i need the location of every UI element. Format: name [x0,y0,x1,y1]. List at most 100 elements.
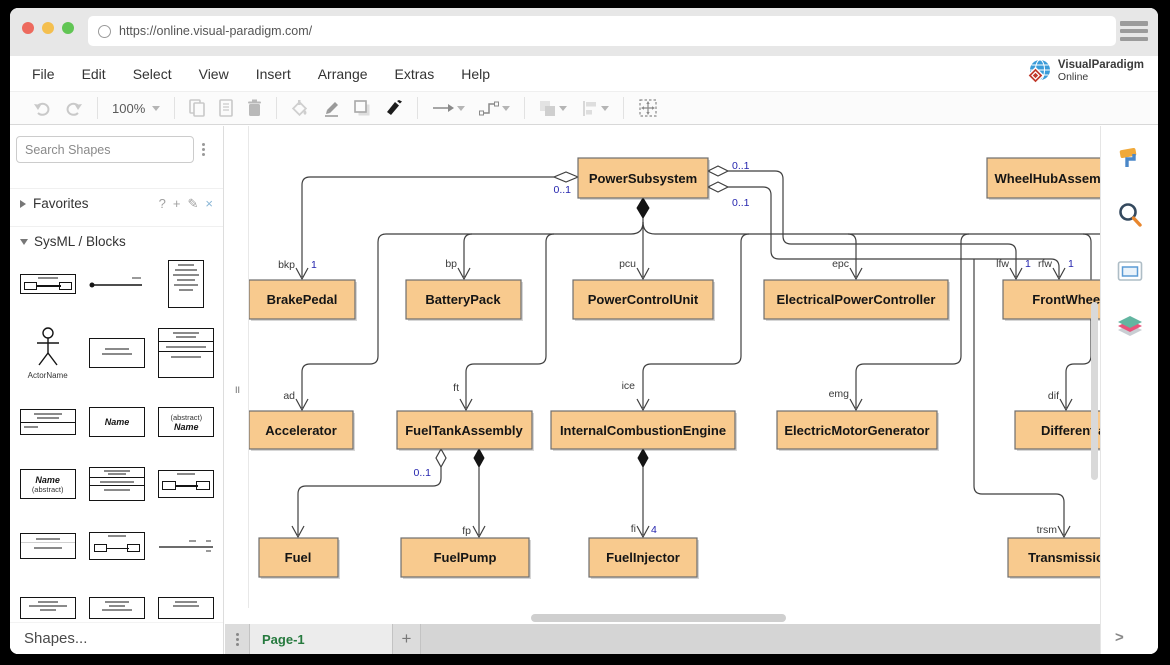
shape-thumb-block-title[interactable] [18,398,77,446]
block-accelerator[interactable]: Accelerator [248,410,355,451]
block-powercontrolunit[interactable]: PowerControlUnit [572,279,715,321]
redo-button[interactable] [58,95,90,121]
right-tool-rail: > [1100,126,1158,654]
search-shapes-box[interactable] [16,136,194,163]
block-brakepedal[interactable]: BrakePedal [248,279,357,321]
svg-text:ft: ft [453,382,459,394]
svg-text:FuelPump: FuelPump [434,550,497,565]
site-info-icon[interactable] [98,24,111,38]
shape-thumb-name-block[interactable]: Name [87,398,146,446]
block-transmission[interactable]: Transmission [1007,537,1100,579]
add-page-button[interactable]: + [393,624,421,654]
favorites-close-icon[interactable]: × [205,195,213,211]
shape-thumb-block[interactable] [87,322,146,384]
paste-button[interactable] [212,95,240,121]
panel-view-icon[interactable] [1117,258,1143,284]
favorites-edit-icon[interactable]: ✎ [187,195,199,211]
menu-file[interactable]: File [32,65,55,82]
favorites-add-icon[interactable]: + [172,195,181,211]
block-differential[interactable]: Differential [1014,410,1100,451]
menu-edit[interactable]: Edit [81,65,106,82]
shape-thumb-value-type[interactable] [87,584,146,632]
shape-thumb-enumeration[interactable] [157,584,216,632]
shape-thumb-nested-parts[interactable] [87,522,146,570]
block-fuel[interactable]: Fuel [258,537,340,579]
format-copier-button[interactable] [378,95,410,121]
shape-thumb-actor[interactable]: ActorName [18,322,77,384]
close-window-button[interactable] [22,22,34,34]
shadow-button[interactable] [347,95,378,121]
block-batterypack[interactable]: BatteryPack [405,279,523,321]
block-internalcombustionengine[interactable]: InternalCombustionEngine [550,410,737,451]
bring-forward-dropdown[interactable] [532,95,574,121]
brand-name: VisualParadigm [1057,59,1144,72]
copy-button[interactable] [182,95,212,121]
page-options-icon[interactable] [225,624,250,654]
delete-button[interactable] [240,95,269,121]
format-painter-icon[interactable] [1117,146,1143,172]
block-electricmotorgenerator[interactable]: ElectricMotorGenerator [776,410,939,451]
svg-text:4: 4 [651,524,657,536]
svg-text:Differential: Differential [1041,423,1100,438]
shape-thumb-connector-labels[interactable] [157,522,216,570]
menu-arrange[interactable]: Arrange [317,65,368,82]
zoom-level-dropdown[interactable]: 100% [105,95,167,121]
favorites-section-header[interactable]: Favorites ? + ✎ × [10,188,223,218]
connector-arrow-dropdown[interactable] [425,95,472,121]
browser-menu-icon[interactable] [1120,21,1148,41]
shape-thumb-interface-list[interactable] [157,260,216,308]
layers-icon[interactable] [1117,314,1143,340]
panel-options-icon[interactable] [202,143,205,156]
shape-thumb-abstract-block[interactable]: (abstract)Name [157,398,216,446]
align-dropdown[interactable] [574,95,616,121]
shape-thumb-association[interactable] [87,260,146,308]
svg-text:pcu: pcu [619,258,636,270]
block-fueltankassembly[interactable]: FuelTankAssembly [396,410,534,451]
collapse-rail-chevron-icon[interactable]: > [1115,629,1124,646]
shapes-footer-button[interactable]: Shapes... [10,622,223,654]
svg-text:fp: fp [462,525,471,537]
shape-thumb-block-two-lines[interactable] [18,522,77,570]
shape-thumb-name-abstract[interactable]: Name(abstract) [18,460,77,508]
address-bar[interactable]: https://online.visual-paradigm.com/ [88,16,1116,46]
shape-thumb-composite-block[interactable] [18,260,77,308]
menu-extras[interactable]: Extras [394,65,435,82]
svg-text:dif: dif [1048,390,1059,402]
menu-view[interactable]: View [198,65,229,82]
vertical-scrollbar[interactable] [1091,302,1098,480]
shape-thumb-block-compartments[interactable] [157,322,216,384]
fill-color-button[interactable] [284,95,316,121]
undo-button[interactable] [26,95,58,121]
svg-text:Fuel: Fuel [285,550,312,565]
shapes-panel: Favorites ? + ✎ × SysML / Blocks ActorNa… [10,126,224,654]
block-fuelinjector[interactable]: FuelInjector [588,537,699,579]
svg-text:BrakePedal: BrakePedal [267,292,338,307]
svg-text:0..1: 0..1 [413,467,431,479]
menu-select[interactable]: Select [132,65,172,82]
favorites-help-icon[interactable]: ? [158,195,166,211]
search-shapes-input[interactable] [25,142,186,157]
horizontal-scrollbar[interactable] [531,614,786,622]
block-electricalpowercontroller[interactable]: ElectricalPowerController [763,279,950,321]
line-color-button[interactable] [316,95,347,121]
block-powersubsystem[interactable]: PowerSubsystem [577,157,710,200]
block-frontwheel[interactable]: FrontWheel [1002,279,1100,321]
sysml-blocks-section-header[interactable]: SysML / Blocks [10,226,223,256]
menu-help[interactable]: Help [461,65,491,82]
svg-text:1: 1 [311,259,317,271]
shape-thumb-internal-block[interactable] [157,460,216,508]
zoom-search-icon[interactable] [1117,202,1143,228]
svg-text:fi: fi [631,523,636,535]
maximize-window-button[interactable] [62,22,74,34]
diagram-canvas[interactable]: 0..1 0..1 0..1 bkp 1 bp pcu epc lfw 1 rf… [225,126,1100,654]
fit-to-window-button[interactable] [631,95,665,121]
edges[interactable] [291,165,1100,539]
block-fuelpump[interactable]: FuelPump [400,537,531,579]
menu-insert[interactable]: Insert [255,65,291,82]
block-wheelhubassembly[interactable]: WheelHubAssembly [986,157,1100,200]
shape-thumb-constraint-block[interactable] [18,584,77,632]
shape-thumb-three-compartments[interactable] [87,460,146,508]
tab-page-1[interactable]: Page-1 [250,624,393,654]
connector-style-dropdown[interactable] [472,95,517,121]
minimize-window-button[interactable] [42,22,54,34]
